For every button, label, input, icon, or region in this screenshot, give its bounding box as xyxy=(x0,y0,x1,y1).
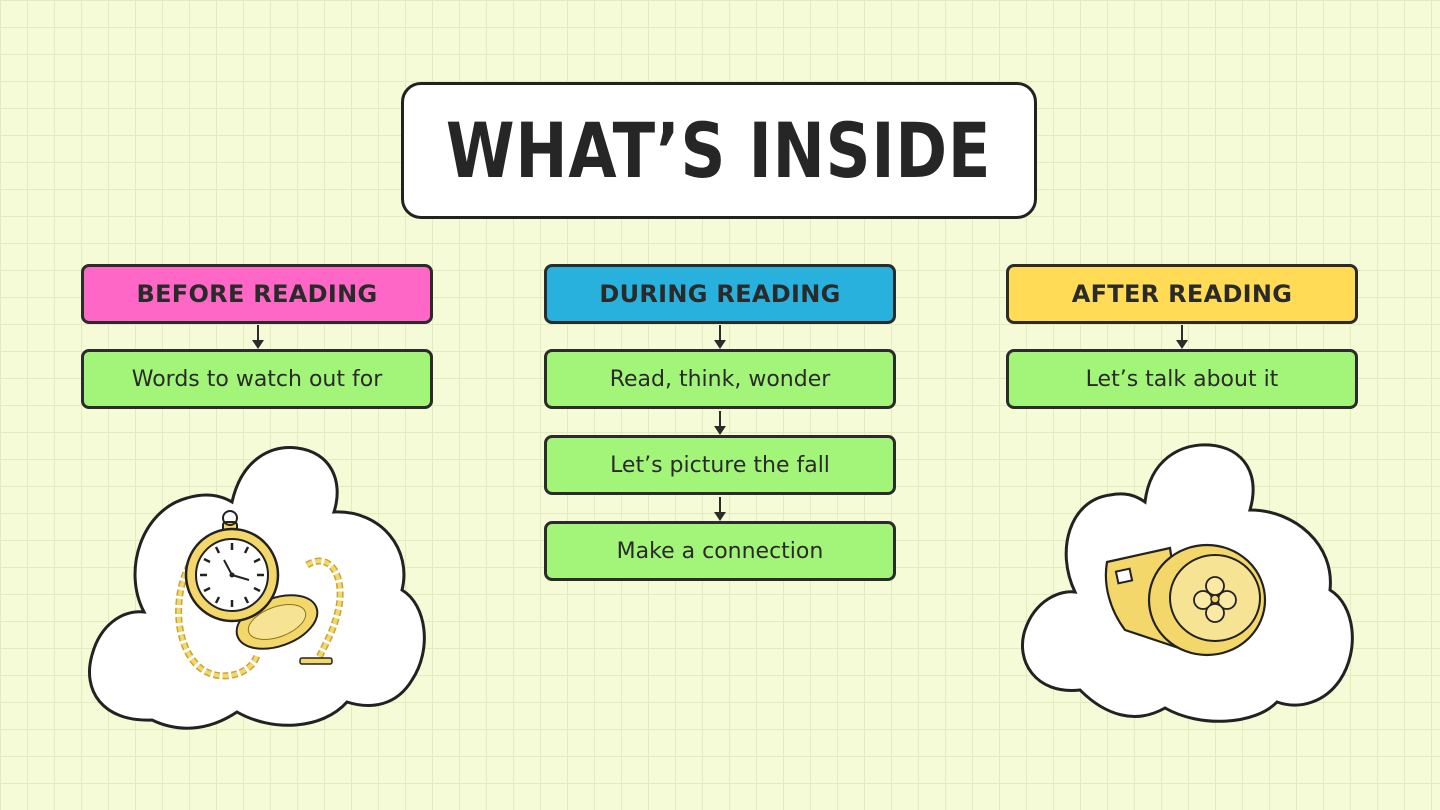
after-reading-item-1: Let’s talk about it xyxy=(1006,349,1358,409)
flow-arrow xyxy=(1176,325,1188,349)
flow-arrow xyxy=(252,325,264,349)
during-reading-item-3: Make a connection xyxy=(544,521,896,581)
flow-arrow xyxy=(714,497,726,521)
before-reading-item-1: Words to watch out for xyxy=(81,349,433,409)
pocket-watch-icon xyxy=(175,510,344,680)
after-reading-label: AFTER READING xyxy=(1071,280,1293,308)
item-label: Words to watch out for xyxy=(131,366,383,392)
after-reading-heading: AFTER READING xyxy=(1006,264,1358,324)
item-label: Let’s talk about it xyxy=(1085,366,1279,392)
flow-arrow xyxy=(714,325,726,349)
during-reading-heading: DURING READING xyxy=(544,264,896,324)
during-reading-label: DURING READING xyxy=(599,280,841,308)
title-box: WHAT’S INSIDE xyxy=(401,82,1037,219)
item-label: Let’s picture the fall xyxy=(610,452,830,478)
flow-arrow xyxy=(714,411,726,435)
page-title: WHAT’S INSIDE xyxy=(446,106,992,195)
during-reading-item-2: Let’s picture the fall xyxy=(544,435,896,495)
signet-ring-cloud xyxy=(1020,443,1354,723)
before-reading-label: BEFORE READING xyxy=(136,280,378,308)
pocket-watch-cloud xyxy=(88,446,426,730)
item-label: Make a connection xyxy=(616,538,824,564)
before-reading-heading: BEFORE READING xyxy=(81,264,433,324)
signet-ring-icon xyxy=(1104,543,1267,657)
during-reading-item-1: Read, think, wonder xyxy=(544,349,896,409)
item-label: Read, think, wonder xyxy=(609,366,831,392)
